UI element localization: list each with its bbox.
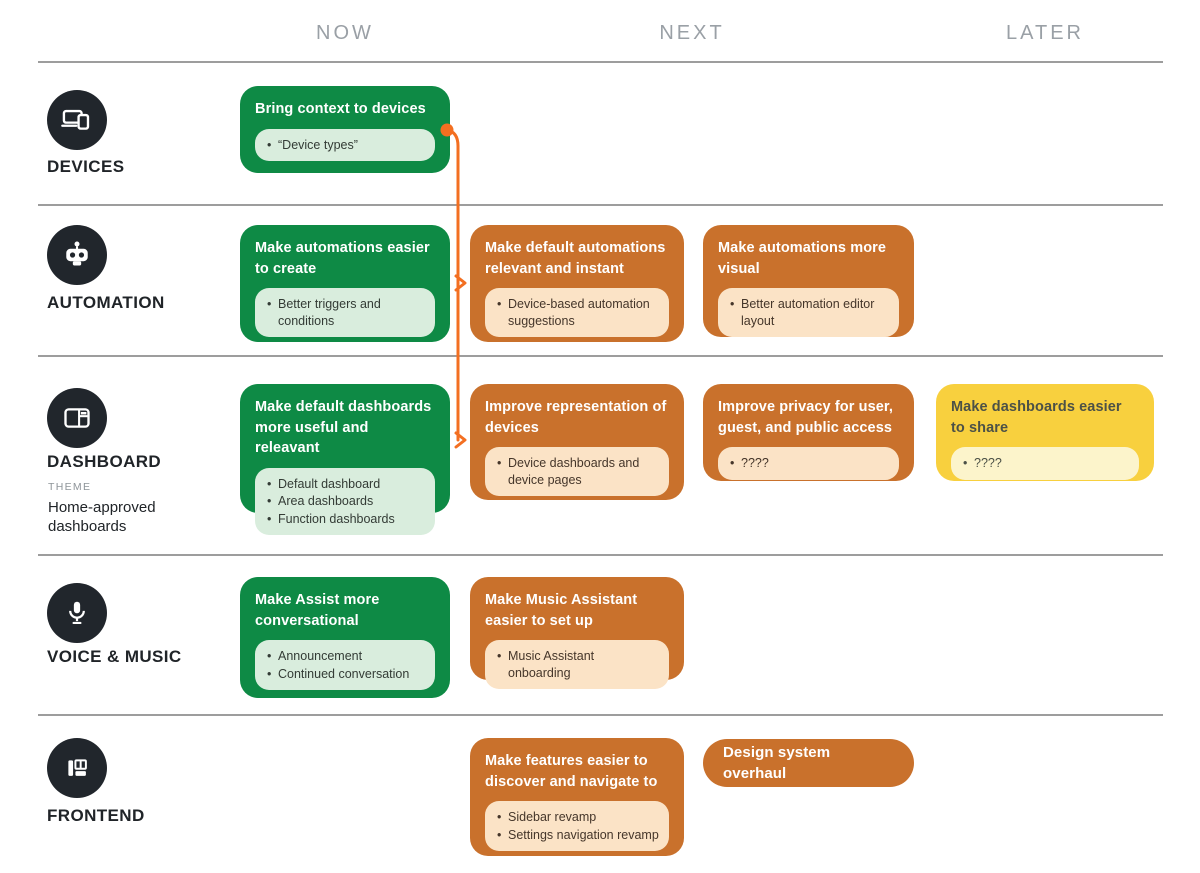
card-title: Improve representation of devices	[485, 399, 667, 436]
devices-icon	[61, 109, 90, 130]
card-sub-pill: Music Assistant onboarding	[485, 640, 669, 690]
card-sub-pill: “Device types”	[255, 128, 435, 162]
robot-icon	[66, 241, 88, 266]
card-title: Bring context to devices	[255, 101, 426, 117]
pill-item: Function dashboards	[265, 511, 425, 528]
card-sub-pill: Sidebar revamp Settings navigation revam…	[485, 801, 669, 852]
card-sub-pill: Device dashboards and device pages	[485, 447, 669, 497]
pill-item: Device dashboards and device pages	[495, 455, 659, 488]
row-label-frontend: FRONTEND	[47, 806, 145, 825]
card-title: Make automations more visual	[718, 240, 887, 277]
divider	[38, 714, 1163, 716]
pill-item: Sidebar revamp	[495, 809, 659, 826]
column-header-later: LATER	[1006, 22, 1084, 44]
automation-icon	[47, 225, 107, 285]
divider	[38, 355, 1163, 357]
card-default-automations: Make default automations relevant and in…	[470, 225, 684, 342]
pill-item: Area dashboards	[265, 493, 425, 510]
voice-icon	[47, 583, 107, 643]
pill-item: “Device types”	[265, 137, 425, 154]
card-sub-pill: Default dashboard Area dashboards Functi…	[255, 467, 435, 536]
card-representation-of-devices: Improve representation of devices Device…	[470, 384, 684, 500]
microphone-icon	[69, 601, 85, 625]
theme-value: Home-approved dashboards	[48, 499, 156, 535]
devices-icon	[47, 90, 107, 150]
card-music-assistant-setup: Make Music Assistant easier to set up Mu…	[470, 577, 684, 690]
row-header-voice-music	[47, 583, 107, 643]
pill-item: Better triggers and conditions	[265, 296, 425, 329]
card-design-system-overhaul: Design system overhaul	[703, 739, 914, 787]
row-label-automation: AUTOMATION	[47, 293, 165, 312]
dashboard-layout-icon	[64, 408, 90, 428]
frontend-icon	[47, 738, 107, 798]
card-title: Make dashboards easier to share	[951, 399, 1122, 436]
row-header-devices	[47, 90, 107, 150]
card-sub-pill: ????	[951, 447, 1139, 480]
divider	[38, 204, 1163, 206]
card-title: Design system overhaul	[723, 743, 831, 782]
row-header-automation	[47, 225, 107, 285]
card-sub-pill: ????	[718, 447, 899, 480]
card-automations-more-visual: Make automations more visual Better auto…	[703, 225, 914, 338]
pill-item: Continued conversation	[265, 666, 425, 683]
card-sub-pill: Better triggers and conditions	[255, 288, 435, 338]
card-title: Make Music Assistant easier to set up	[485, 592, 638, 629]
dashboard-icon	[47, 388, 107, 448]
card-sub-pill: Device-based automation suggestions	[485, 288, 669, 338]
frontend-layout-icon	[68, 759, 87, 776]
pill-item: Better automation editor layout	[728, 296, 889, 329]
pill-item: Default dashboard	[265, 476, 425, 493]
column-header-now: NOW	[316, 22, 374, 44]
card-title: Make Assist more conversational	[255, 592, 380, 629]
row-header-dashboard	[47, 388, 107, 448]
card-dashboards-easier-to-share: Make dashboards easier to share ????	[936, 384, 1154, 481]
row-header-frontend	[47, 738, 107, 798]
card-title: Make default automations relevant and in…	[485, 240, 666, 277]
card-assist-conversational: Make Assist more conversational Announce…	[240, 577, 450, 698]
card-make-automations-easier: Make automations easier to create Better…	[240, 225, 450, 342]
card-title: Make automations easier to create	[255, 240, 430, 277]
row-label-voice-music: VOICE & MUSIC	[47, 647, 182, 666]
divider	[38, 61, 1163, 63]
column-header-next: NEXT	[659, 22, 725, 44]
card-features-easier-to-discover: Make features easier to discover and nav…	[470, 738, 684, 856]
row-label-dashboard: DASHBOARD	[47, 452, 162, 471]
card-title: Improve privacy for user, guest, and pub…	[718, 399, 893, 436]
pill-item: ????	[728, 455, 889, 472]
pill-item: Settings navigation revamp	[495, 827, 659, 844]
pill-item: ????	[961, 455, 1129, 472]
row-label-devices: DEVICES	[47, 157, 125, 176]
card-default-dashboards: Make default dashboards more useful and …	[240, 384, 450, 536]
pill-item: Announcement	[265, 648, 425, 665]
card-title: Make features easier to discover and nav…	[485, 753, 658, 790]
card-title: Make default dashboards more useful and …	[255, 399, 432, 457]
divider	[38, 554, 1163, 556]
pill-item: Device-based automation suggestions	[495, 296, 659, 329]
theme-label: THEME	[48, 481, 92, 493]
card-sub-pill: Announcement Continued conversation	[255, 640, 435, 691]
pill-item: Music Assistant onboarding	[495, 648, 659, 681]
card-bring-context-to-devices: Bring context to devices “Device types”	[240, 86, 450, 173]
card-improve-privacy: Improve privacy for user, guest, and pub…	[703, 384, 914, 481]
card-sub-pill: Better automation editor layout	[718, 288, 899, 338]
